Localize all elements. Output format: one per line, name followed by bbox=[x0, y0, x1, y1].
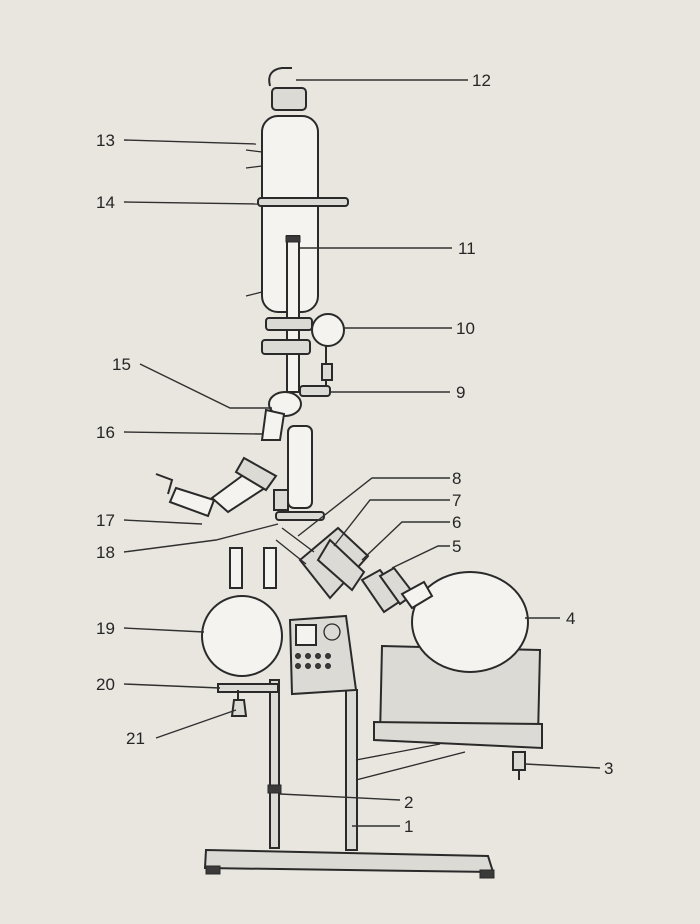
leader-17 bbox=[123, 519, 203, 525]
leader-2 bbox=[279, 793, 401, 801]
leader-19 bbox=[123, 627, 205, 633]
heating-bath bbox=[355, 644, 543, 781]
leader-16 bbox=[123, 431, 263, 435]
callout-16: 16 bbox=[96, 423, 115, 442]
callout-12: 12 bbox=[472, 71, 491, 90]
callout-3: 3 bbox=[604, 759, 613, 778]
callout-1: 1 bbox=[404, 817, 413, 836]
discharge-valve bbox=[230, 699, 248, 717]
callout-18: 18 bbox=[96, 543, 115, 562]
feed-inlet bbox=[155, 473, 216, 518]
leader-7 bbox=[333, 499, 450, 547]
leader-8 bbox=[297, 477, 450, 537]
drain-valve bbox=[512, 751, 526, 780]
condenser-cap bbox=[268, 67, 307, 111]
secondary-condenser bbox=[287, 425, 313, 509]
collection-tubes bbox=[229, 547, 277, 589]
callout-7: 7 bbox=[452, 491, 461, 510]
leader-15 bbox=[139, 363, 272, 409]
evaporating-flask bbox=[411, 571, 529, 673]
callout-numbers: 1 2 3 4 5 6 7 8 9 10 11 12 13 14 15 16 1… bbox=[96, 71, 613, 836]
leader-21 bbox=[155, 709, 237, 739]
callout-9: 9 bbox=[456, 383, 465, 402]
condenser-flange bbox=[261, 317, 313, 355]
callout-5: 5 bbox=[452, 537, 461, 556]
callout-15: 15 bbox=[112, 355, 131, 374]
rotary-joint bbox=[275, 527, 366, 592]
callout-10: 10 bbox=[456, 319, 475, 338]
callout-20: 20 bbox=[96, 675, 115, 694]
callout-17: 17 bbox=[96, 511, 115, 530]
leader-20 bbox=[123, 683, 221, 689]
callout-4: 4 bbox=[566, 609, 575, 628]
leader-lines bbox=[123, 79, 601, 827]
leader-3 bbox=[524, 763, 601, 769]
inner-tube bbox=[285, 235, 301, 393]
flask-clamp bbox=[360, 566, 416, 614]
callout-14: 14 bbox=[96, 193, 115, 212]
callout-8: 8 bbox=[452, 469, 461, 488]
vacuum-gauge bbox=[300, 313, 345, 393]
display-screen bbox=[295, 624, 317, 646]
leader-14 bbox=[123, 201, 259, 205]
leader-13 bbox=[123, 139, 257, 145]
callout-2: 2 bbox=[404, 793, 413, 812]
callout-13: 13 bbox=[96, 131, 115, 150]
control-box bbox=[288, 614, 358, 696]
vapor-duct bbox=[400, 580, 434, 610]
main-condenser bbox=[245, 115, 349, 313]
leader-18 bbox=[123, 523, 279, 553]
elbow-connector bbox=[260, 391, 302, 441]
vacuum-valve bbox=[299, 385, 331, 397]
callout-21: 21 bbox=[126, 729, 145, 748]
callout-19: 19 bbox=[96, 619, 115, 638]
vapor-tube bbox=[210, 456, 278, 514]
base-plate bbox=[203, 848, 495, 879]
callout-6: 6 bbox=[452, 513, 461, 532]
leader-5 bbox=[391, 545, 450, 569]
leader-6 bbox=[361, 521, 450, 561]
lift-rod bbox=[267, 679, 282, 849]
receiving-flask bbox=[201, 595, 283, 677]
knob bbox=[323, 623, 341, 641]
callout-11: 11 bbox=[458, 239, 476, 258]
